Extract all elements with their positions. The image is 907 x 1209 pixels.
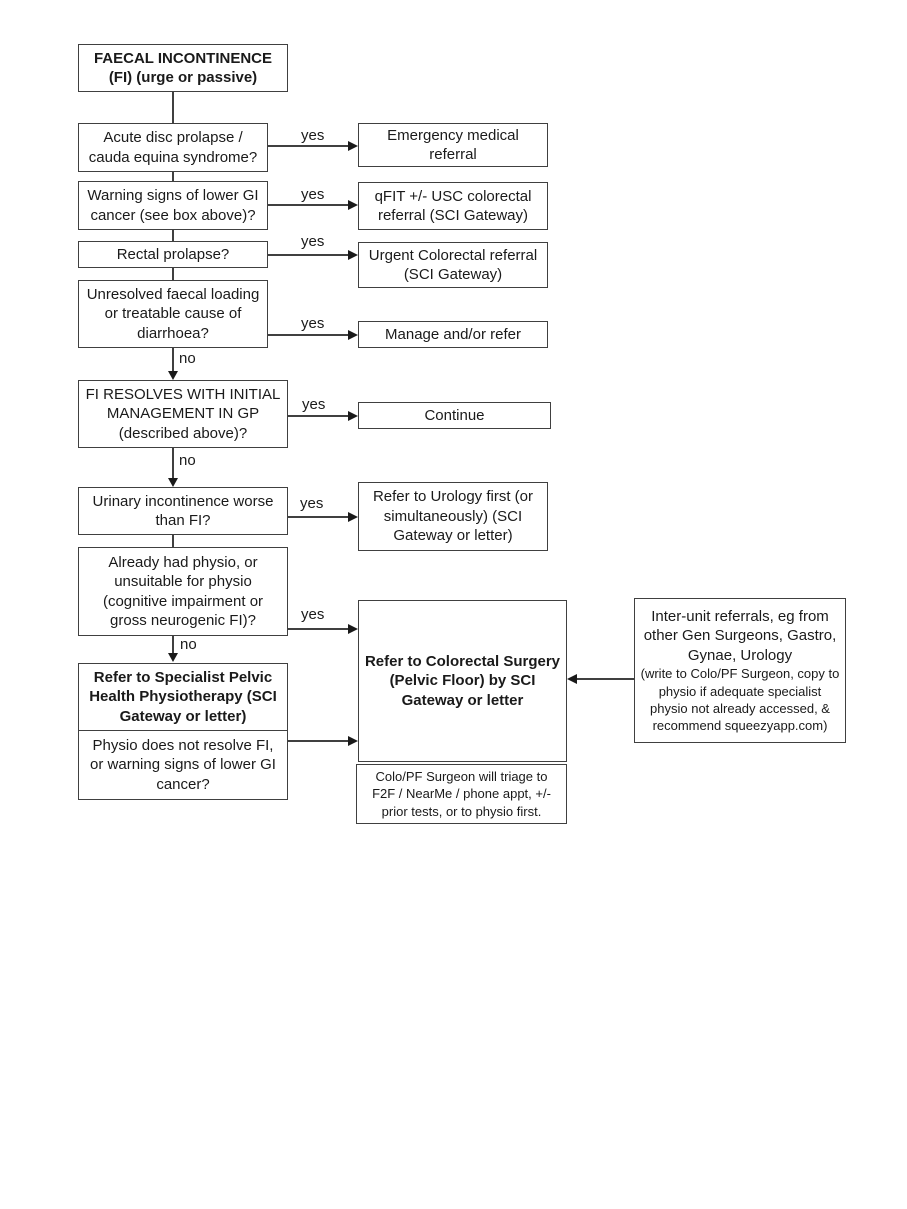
no-label: no	[180, 636, 197, 653]
yes-label: yes	[300, 495, 324, 512]
node-refer-pelvic-health-physiotherapy: Refer to Specialist Pelvic Health Physio…	[78, 663, 288, 731]
connector-resolves-to-urinary	[172, 448, 174, 478]
connector-resolves-yes	[288, 415, 349, 417]
connector-acute-to-warning	[172, 172, 174, 181]
node-faecal-incontinence-title: FAECAL INCONTINENCE (FI) (urge or passiv…	[78, 44, 288, 92]
node-fi-resolves-initial-management: FI RESOLVES WITH INITIAL MANAGEMENT IN G…	[78, 380, 288, 448]
connector-warning-yes	[268, 204, 349, 206]
node-qfit-usc-colorectal-referral: qFIT +/- USC colorectal referral (SCI Ga…	[358, 182, 548, 230]
yes-label: yes	[301, 186, 325, 203]
node-inter-unit-referrals: Inter-unit referrals, eg from other Gen …	[634, 598, 846, 743]
no-label: no	[179, 452, 196, 469]
arrowhead-right-colorectal-bottom	[348, 736, 358, 746]
connector-rectal-yes	[268, 254, 349, 256]
inter-unit-referrals-note-text: (write to Colo/PF Surgeon, copy to physi…	[640, 666, 840, 733]
arrowhead-down-to-referphysio	[168, 653, 178, 662]
arrowhead-down-to-urinary	[168, 478, 178, 487]
yes-label: yes	[301, 606, 325, 623]
node-emergency-medical-referral: Emergency medical referral	[358, 123, 548, 167]
node-physio-does-not-resolve: Physio does not resolve FI, or warning s…	[78, 729, 288, 800]
node-surgeon-triage-note: Colo/PF Surgeon will triage to F2F / Nea…	[356, 764, 567, 824]
yes-label: yes	[301, 233, 325, 250]
connector-physiofail-to-colorectal	[288, 740, 349, 742]
node-already-had-physio: Already had physio, or unsuitable for ph…	[78, 547, 288, 636]
yes-label: yes	[302, 396, 326, 413]
arrowhead-right-manage	[348, 330, 358, 340]
node-refer-colorectal-surgery: Refer to Colorectal Surgery (Pelvic Floo…	[358, 600, 567, 762]
arrowhead-right-urology	[348, 512, 358, 522]
connector-interunit-to-colorectal	[576, 678, 634, 680]
arrowhead-right-qfit	[348, 200, 358, 210]
arrowhead-right-colorectal-top	[348, 624, 358, 634]
node-acute-disc-prolapse: Acute disc prolapse / cauda equina syndr…	[78, 123, 268, 172]
connector-urinary-yes	[288, 516, 349, 518]
connector-rectal-to-loading	[172, 268, 174, 280]
connector-title-to-acute	[172, 92, 174, 123]
connector-loading-to-resolves	[172, 348, 174, 372]
node-warning-signs-gi-cancer: Warning signs of lower GI cancer (see bo…	[78, 181, 268, 230]
node-urgent-colorectal-referral: Urgent Colorectal referral (SCI Gateway)	[358, 242, 548, 288]
inter-unit-referrals-main-text: Inter-unit referrals, eg from other Gen …	[643, 607, 837, 664]
connector-acute-yes	[268, 145, 349, 147]
connector-loading-yes	[268, 334, 349, 336]
node-refer-urology: Refer to Urology first (or simultaneousl…	[358, 482, 548, 551]
connector-warning-to-rectal	[172, 230, 174, 241]
connector-physioq-yes	[288, 628, 349, 630]
yes-label: yes	[301, 127, 325, 144]
arrowhead-down-to-resolves	[168, 371, 178, 380]
node-faecal-loading: Unresolved faecal loading or treatable c…	[78, 280, 268, 348]
node-manage-and-or-refer: Manage and/or refer	[358, 321, 548, 348]
node-continue: Continue	[358, 402, 551, 429]
arrowhead-left-colorectal	[567, 674, 577, 684]
arrowhead-right-urgent	[348, 250, 358, 260]
no-label: no	[179, 350, 196, 367]
connector-urinary-to-physioq	[172, 535, 174, 547]
yes-label: yes	[301, 315, 325, 332]
node-rectal-prolapse: Rectal prolapse?	[78, 241, 268, 268]
connector-physioq-to-referphysio	[172, 636, 174, 654]
node-urinary-incontinence-worse: Urinary incontinence worse than FI?	[78, 487, 288, 535]
arrowhead-right-emergency	[348, 141, 358, 151]
arrowhead-right-continue	[348, 411, 358, 421]
